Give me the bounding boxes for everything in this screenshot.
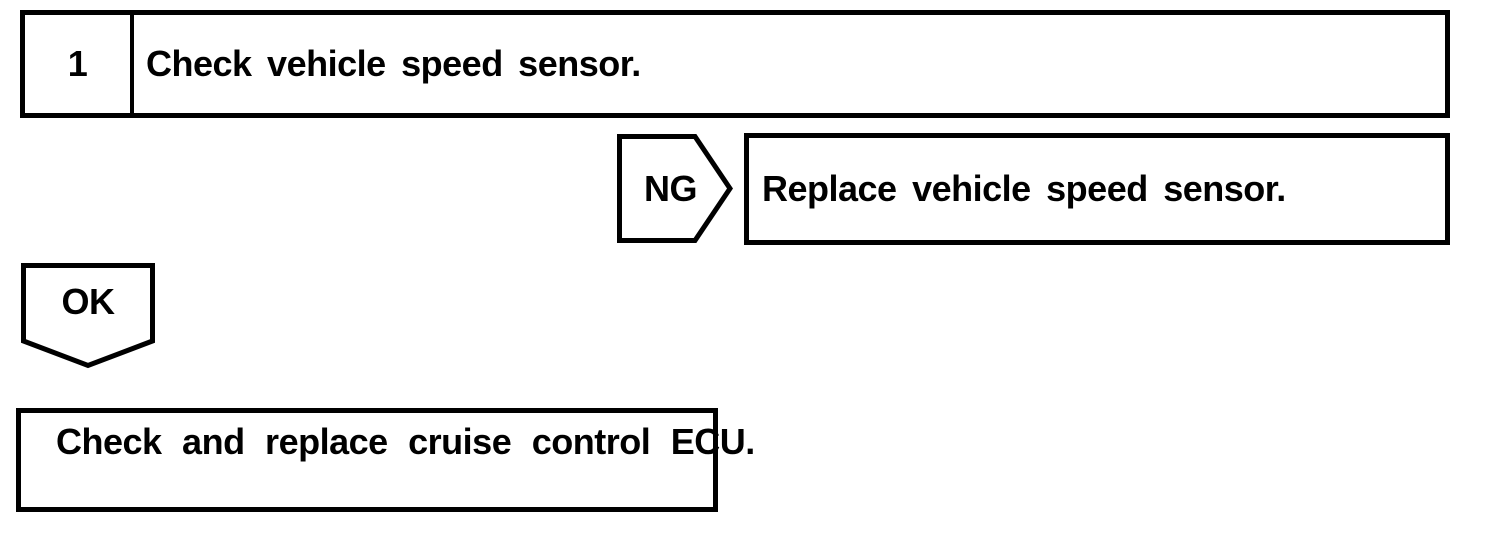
ok-label: OK (61, 281, 116, 322)
final-action-text: Check and replace cruise control ECU. (56, 421, 755, 462)
ng-connector-shape (617, 134, 733, 243)
ok-connector-shape (21, 263, 155, 369)
ng-label-wrap: NG (617, 134, 733, 243)
ok-label-wrap: OK (21, 263, 155, 341)
step-number-cell: 1 (25, 15, 134, 113)
ng-action-text: Replace vehicle speed sensor. (762, 168, 1286, 209)
step-number: 1 (67, 43, 88, 84)
ng-connector: NG (617, 134, 733, 243)
step-instruction: Check vehicle speed sensor. (146, 43, 641, 84)
ok-connector: OK (21, 263, 155, 369)
step-instruction-cell: Check vehicle speed sensor. (134, 15, 1445, 113)
ng-action-box: Replace vehicle speed sensor. (744, 133, 1450, 245)
final-action-box: Check and replace cruise control ECU. (16, 408, 755, 512)
step-box: 1 Check vehicle speed sensor. (20, 10, 1450, 118)
ng-label: NG (644, 167, 698, 209)
